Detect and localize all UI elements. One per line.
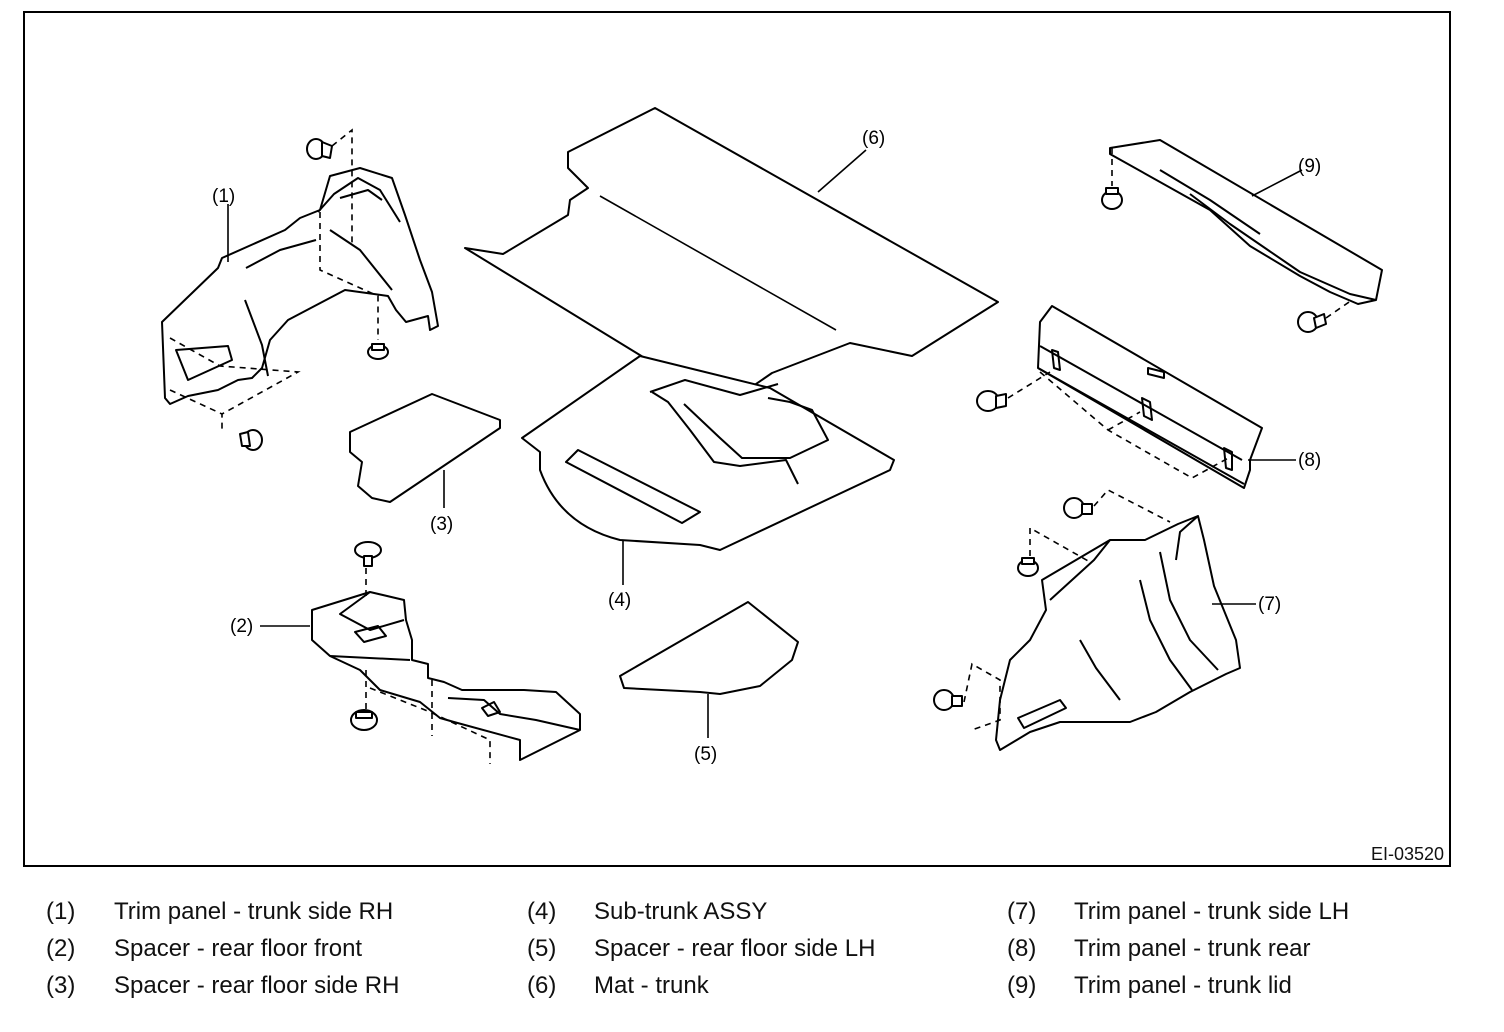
callout-6: (6): [862, 128, 885, 149]
callout-2: (2): [230, 616, 253, 637]
legend-num: (2): [46, 935, 76, 962]
callout-leaders: [227, 149, 1303, 738]
legend-text: Spacer - rear floor side LH: [594, 935, 876, 962]
legend-num: (7): [1007, 898, 1037, 925]
legend-text: Sub-trunk ASSY: [594, 898, 768, 925]
part-trim-panel-trunk-rear: [976, 305, 1263, 489]
legend-text: Spacer - rear floor front: [114, 935, 363, 962]
callout-5: (5): [694, 744, 717, 765]
part-spacer-side-rh: [349, 393, 501, 503]
callout-4: (4): [608, 590, 631, 611]
callout-9: (9): [1298, 156, 1321, 177]
figure-id: EI-03520: [1370, 844, 1444, 864]
legend-text: Trim panel - trunk rear: [1074, 935, 1311, 962]
legend-num: (5): [527, 935, 557, 962]
callout-1: (1): [212, 186, 235, 207]
part-sub-trunk: [521, 355, 895, 551]
legend-text: Trim panel - trunk lid: [1074, 972, 1292, 999]
legend-num: (1): [46, 898, 76, 925]
callout-8: (8): [1298, 450, 1321, 471]
diagram-frame: [23, 11, 1451, 867]
fasteners-group-1: [169, 128, 389, 451]
legend-text: Mat - trunk: [594, 972, 709, 999]
exploded-diagram: (1) (2) (3) (4) (5) (6) (7) (8) (9): [161, 107, 1383, 765]
legend-text: Trim panel - trunk side LH: [1074, 898, 1350, 925]
part-trim-panel-trunk-lid: [1101, 139, 1383, 333]
legend-num: (3): [46, 972, 76, 999]
callout-7: (7): [1258, 594, 1281, 615]
legend: (1) Trim panel - trunk side RH (2) Space…: [0, 894, 1504, 1024]
part-spacer-side-lh: [619, 601, 799, 695]
legend-num: (4): [527, 898, 557, 925]
part-mat-trunk: [464, 107, 999, 399]
part-trim-panel-side-rh: [161, 167, 439, 405]
callout-3: (3): [430, 514, 453, 535]
legend-text: Trim panel - trunk side RH: [114, 898, 394, 925]
legend-num: (8): [1007, 935, 1037, 962]
legend-num: (6): [527, 972, 557, 999]
part-spacer-floor-front: [311, 541, 581, 764]
legend-text: Spacer - rear floor side RH: [114, 972, 400, 999]
legend-num: (9): [1007, 972, 1037, 999]
part-trim-panel-side-lh: [933, 489, 1241, 751]
